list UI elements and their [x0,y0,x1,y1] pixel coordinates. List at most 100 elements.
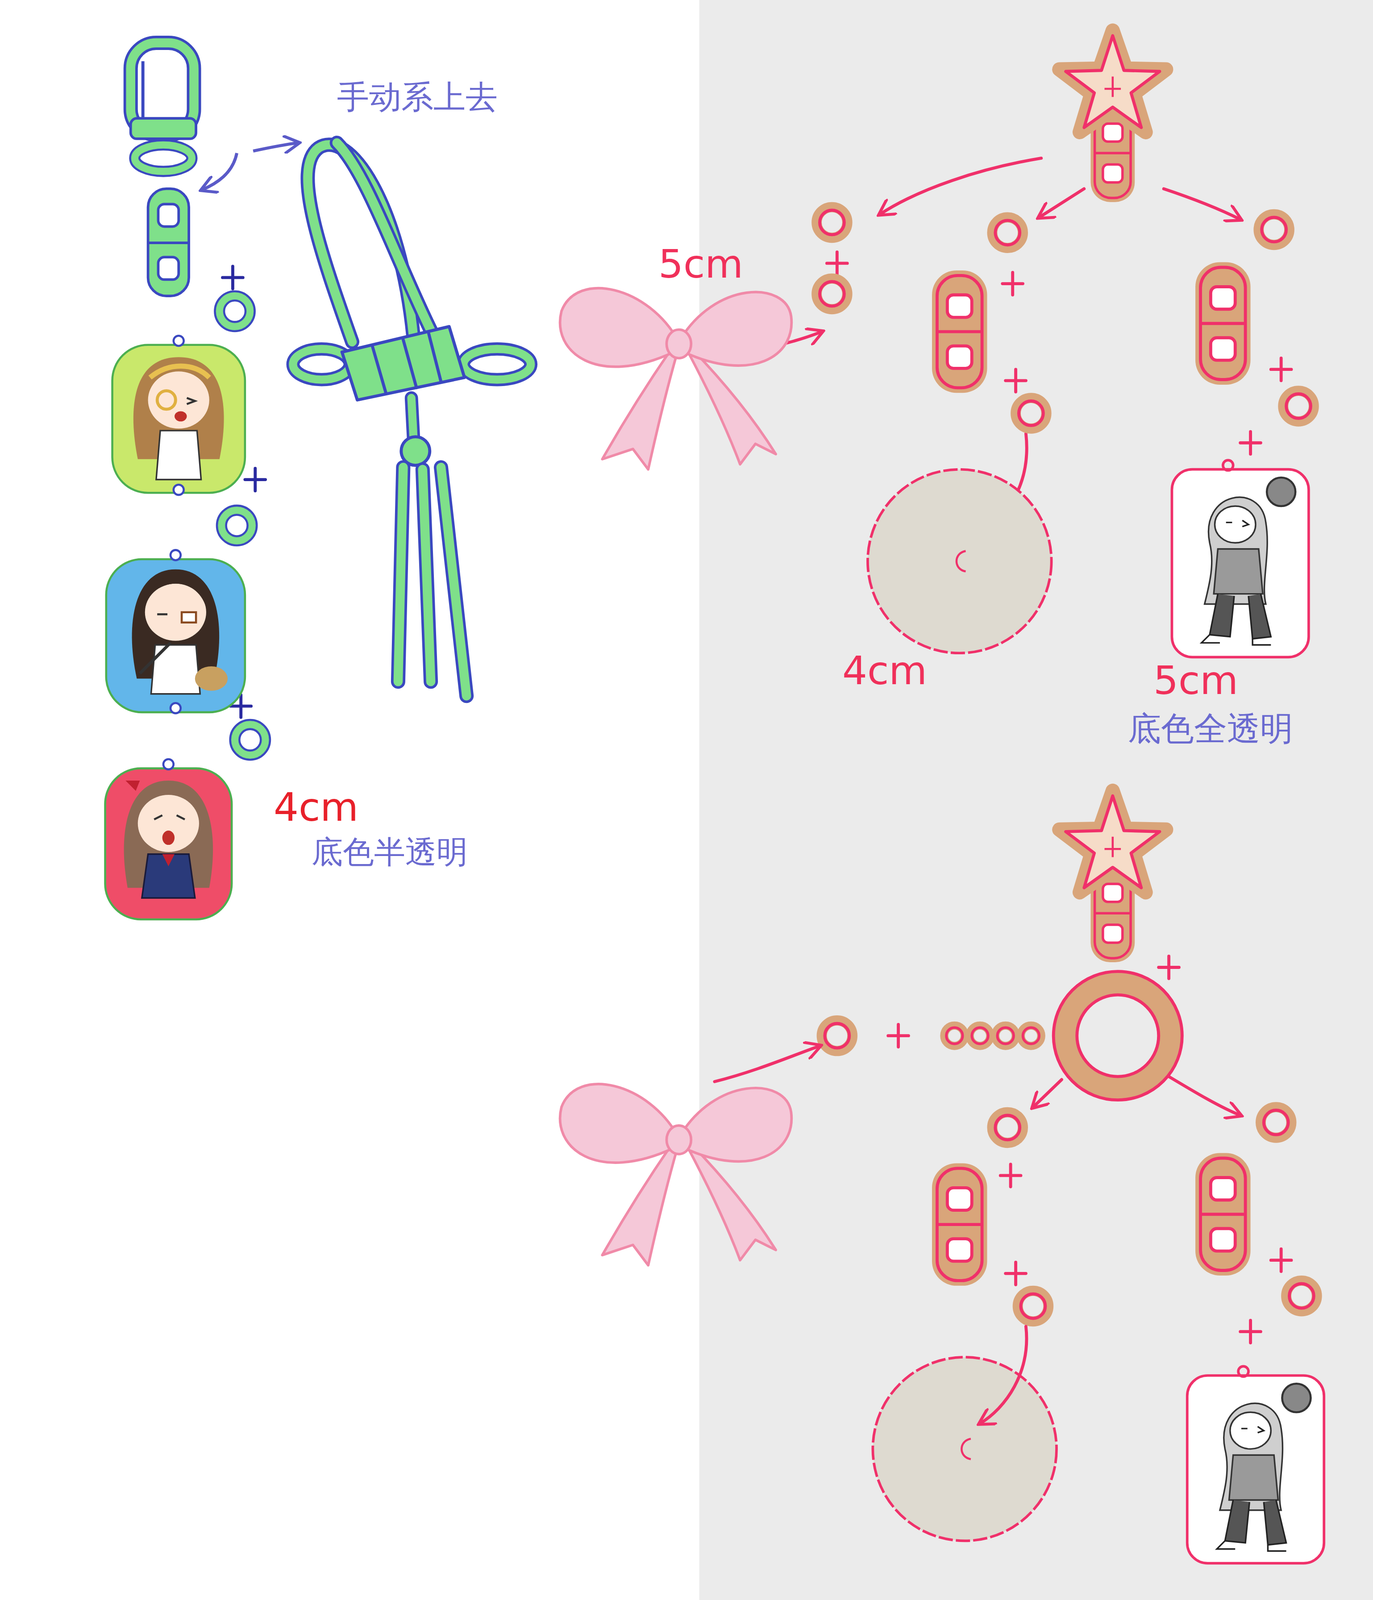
swivel-connector [158,257,179,280]
charm-card [162,854,175,867]
swap-arrows [253,142,299,151]
ring-parts [826,252,848,275]
charm-card [145,574,207,608]
bottom-charm [1005,1262,1027,1285]
chinese-knot [398,467,467,696]
charm-card [145,583,207,641]
ring-parts [992,217,1024,249]
bottom-charm [1240,1320,1261,1344]
bottom-charm [1077,994,1159,1077]
swivel-connector [148,188,189,296]
charm-card [181,612,196,623]
bottom-charm [821,1020,853,1052]
charm-card [173,484,184,496]
chinese-knot [372,333,442,394]
ring-parts [1270,358,1292,381]
chinese-knot [341,326,465,401]
bottom-charm [821,790,1317,1344]
charm-card [173,335,184,346]
ring-parts [1258,214,1290,246]
ring-parts [1015,398,1047,429]
lobster-clasp [141,61,145,118]
pompom [872,1357,1057,1542]
bottom-charm [1158,956,1180,979]
dimension-label: 5cm [658,242,744,287]
chinese-knot [292,142,531,696]
charm-card [125,780,140,791]
charm-card [174,411,187,422]
ring-parts [1240,431,1261,454]
branch-arrows [1169,1076,1241,1116]
charm-card [162,830,175,845]
ring-parts [1195,262,1251,385]
bottom-charm [1020,1025,1042,1047]
ring-parts [1283,391,1315,422]
charm-card [137,794,200,853]
bottom-charm [1286,1280,1318,1312]
ring-parts [1005,369,1027,392]
charm-card [157,613,168,616]
branch-arrows [1039,188,1085,218]
charm-card [187,398,196,405]
chinese-knot [411,398,414,437]
bottom-charm [1195,1153,1251,1276]
charm-card [153,815,185,820]
charm-card [195,666,228,691]
pompom [867,469,1052,654]
charm-card [141,854,196,899]
chinese-knot [411,398,414,437]
dimension-label: 4cm [842,649,928,693]
bottom-charm [1059,790,1166,893]
branch-arrows [879,158,1041,215]
branch-arrows [980,1326,1027,1424]
bottom-charm [969,1025,991,1047]
bottom-charm [1053,971,1182,1101]
chinese-knot [463,349,531,380]
charm-card [105,768,233,920]
clear-card [1187,1366,1324,1564]
bottom-charm [1017,1290,1049,1322]
lobster-clasp [134,145,192,172]
ring-parts [931,270,987,393]
charm-card [105,759,233,920]
charm-card [170,703,181,714]
bow [560,1084,792,1266]
chinese-knot [337,142,434,337]
top-charm [1059,30,1166,203]
lobster-clasp [130,118,196,139]
branch-arrows [1032,1079,1062,1108]
bottom-charm [888,1024,909,1047]
charm-card [112,335,246,496]
bottom-charm [944,1025,965,1047]
bottom-charm [1000,1164,1021,1187]
ring-parts [1002,272,1024,295]
branch-arrows [714,1046,820,1082]
top-charm [1059,30,1166,133]
chinese-knot [463,349,531,380]
bottom-charm [995,1025,1016,1047]
bottom-charm [1064,982,1171,1090]
bottom-charm [931,1163,987,1286]
branch-arrows [1163,188,1241,220]
lobster-clasp [130,42,196,172]
note-label: 底色全透明 [1127,710,1294,747]
chinese-knot [337,142,434,337]
swivel-connector [148,241,189,245]
note-label: 底色半透明 [311,835,468,870]
swivel-connector [148,188,189,296]
charm-card [148,371,210,429]
dimension-label: 4cm [273,786,359,830]
connector-ring-plus [219,295,251,327]
connector-ring-plus [222,266,244,289]
connector-ring-plus [221,510,253,541]
chinese-knot [398,467,467,696]
bottom-charm [1270,1248,1292,1272]
connector-ring-plus [234,724,266,756]
bottom-charm [1260,1107,1292,1139]
clear-card [1171,460,1309,658]
ring-parts [816,207,1315,454]
ring-parts [816,278,848,310]
charm-card [163,759,174,770]
charm-card [139,642,171,674]
